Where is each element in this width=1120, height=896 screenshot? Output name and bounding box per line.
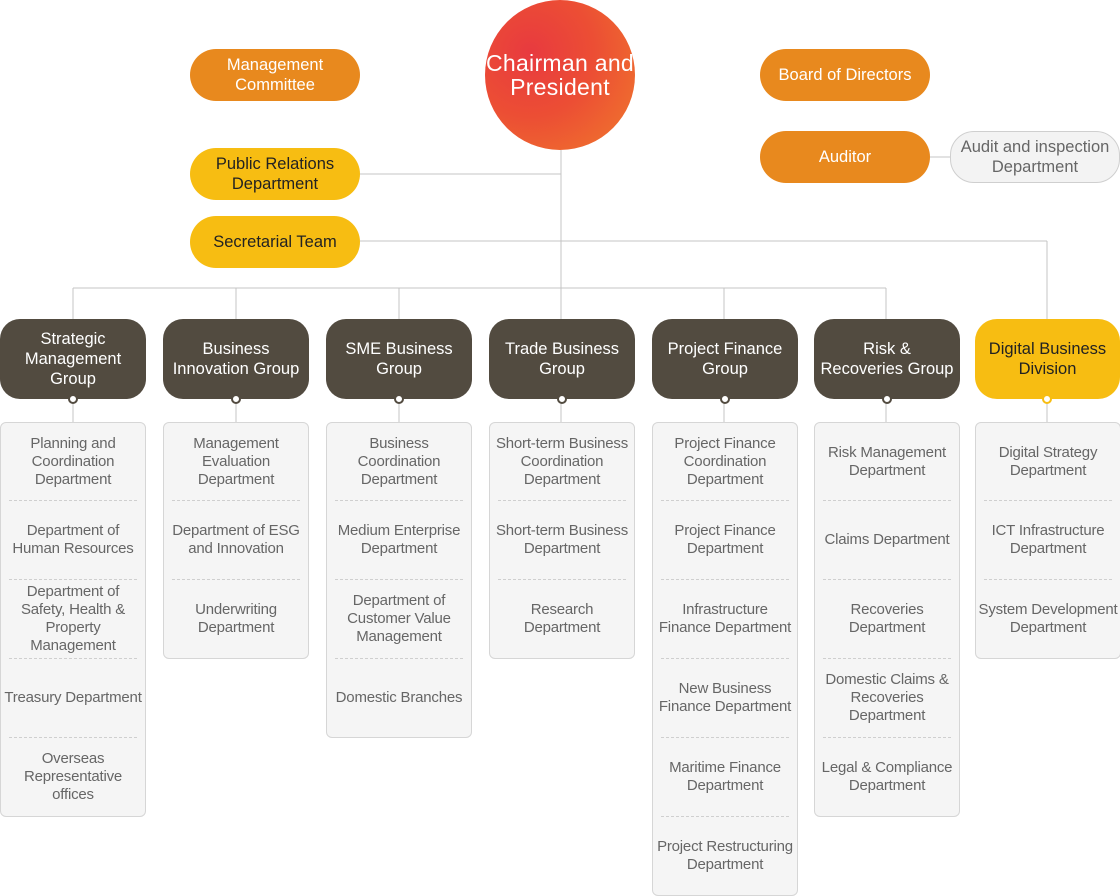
group-label: Strategic Management Group: [24, 330, 122, 388]
department-medium-enterprise-department: Medium Enterprise Department: [337, 522, 461, 557]
department-domestic-branches: Domestic Branches: [335, 689, 463, 706]
department-research-department: Research Department: [523, 601, 601, 636]
group-label: Digital Business Division: [988, 340, 1107, 378]
department-project-restructuring-department: Project Restructuring Department: [657, 838, 793, 873]
group-label: Risk & Recoveries Group: [820, 340, 954, 378]
department-project-finance-department: Project Finance Department: [674, 522, 776, 557]
department-business-coordination-department: Business Coordination Department: [357, 434, 441, 488]
department-infrastructure-finance-department: Infrastructure Finance Department: [658, 601, 792, 636]
auditor-node: Auditor: [760, 131, 930, 183]
department-domestic-claims-and-recoveries-department: Domestic Claims & Recoveries Department: [825, 671, 949, 724]
group-label: Project Finance Group: [667, 340, 783, 378]
connector-dot: [231, 394, 241, 404]
department-department-of-customer-value-management: Department of Customer Value Management: [347, 592, 451, 645]
department-divider: [661, 816, 789, 817]
board-of-directors-node: Board of Directors: [760, 49, 930, 101]
connector-dot: [1042, 394, 1052, 404]
department-management-evaluation-department: Management Evaluation Department: [193, 434, 279, 488]
audit-inspection-department-node: Audit and inspection Department: [950, 131, 1120, 183]
secretarial-team-node: Secretarial Team: [190, 216, 360, 268]
department-divider: [984, 500, 1112, 501]
group-project-finance-group: Project Finance Group: [652, 319, 798, 399]
connector-dot: [882, 394, 892, 404]
department-recoveries-department: Recoveries Department: [848, 601, 926, 636]
department-divider: [335, 658, 463, 659]
group-digital-business-division: Digital Business Division: [975, 319, 1120, 399]
group-label: SME Business Group: [345, 340, 453, 378]
department-short-term-business-department: Short-term Business Department: [495, 522, 629, 557]
connector-dot: [557, 394, 567, 404]
department-divider: [498, 579, 626, 580]
department-treasury-department: Treasury Department: [4, 689, 142, 706]
group-business-innovation-group: Business Innovation Group: [163, 319, 309, 399]
department-digital-strategy-department: Digital Strategy Department: [998, 443, 1098, 479]
department-divider: [9, 658, 137, 659]
department-department-of-esg-and-innovation: Department of ESG and Innovation: [172, 522, 300, 557]
department-divider: [172, 500, 300, 501]
group-sme-business-group: SME Business Group: [326, 319, 472, 399]
department-divider: [661, 500, 789, 501]
department-maritime-finance-department: Maritime Finance Department: [669, 759, 781, 794]
connector-dot: [68, 394, 78, 404]
department-risk-management-department: Risk Management Department: [828, 443, 946, 479]
public-relations-department-node: Public Relations Department: [190, 148, 360, 200]
department-underwriting-department: Underwriting Department: [195, 601, 277, 636]
department-legal-and-compliance-department: Legal & Compliance Department: [821, 759, 953, 794]
department-divider: [335, 579, 463, 580]
department-divider: [823, 658, 951, 659]
department-divider: [823, 579, 951, 580]
department-divider: [172, 579, 300, 580]
department-divider: [823, 737, 951, 738]
group-label: Trade Business Group: [504, 340, 620, 378]
department-divider: [823, 500, 951, 501]
department-divider: [9, 737, 137, 738]
department-divider: [661, 737, 789, 738]
department-list-trade-business-group: Short-term Business Coordination Departm…: [489, 422, 635, 659]
department-claims-department: Claims Department: [824, 531, 950, 548]
department-planning-and-coordination-department: Planning and Coordination Department: [30, 434, 116, 488]
group-trade-business-group: Trade Business Group: [489, 319, 635, 399]
group-label: Business Innovation Group: [172, 340, 300, 378]
department-department-of-safety-health-and-property-management: Department of Safety, Health & Property …: [20, 583, 126, 654]
connector-dot: [394, 394, 404, 404]
department-divider: [984, 579, 1112, 580]
department-divider: [661, 658, 789, 659]
department-system-development-department: System Development Department: [978, 601, 1118, 636]
department-project-finance-coordination-department: Project Finance Coordination Department: [674, 434, 776, 488]
chairman-and-president-node: Chairman and President: [485, 0, 635, 150]
group-risk-and-recoveries-group: Risk & Recoveries Group: [814, 319, 960, 399]
department-divider: [9, 500, 137, 501]
department-divider: [9, 579, 137, 580]
department-divider: [661, 579, 789, 580]
department-overseas-representative-offices: Overseas Representative offices: [23, 750, 123, 803]
management-committee-node: Management Committee: [190, 49, 360, 101]
connector-dot: [720, 394, 730, 404]
department-short-term-business-coordination-department: Short-term Business Coordination Departm…: [495, 434, 629, 488]
department-divider: [335, 500, 463, 501]
group-strategic-management-group: Strategic Management Group: [0, 319, 146, 399]
department-department-of-human-resources: Department of Human Resources: [12, 522, 134, 557]
department-new-business-finance-department: New Business Finance Department: [658, 680, 792, 715]
department-divider: [498, 500, 626, 501]
department-ict-infrastructure-department: ICT Infrastructure Department: [991, 522, 1105, 557]
